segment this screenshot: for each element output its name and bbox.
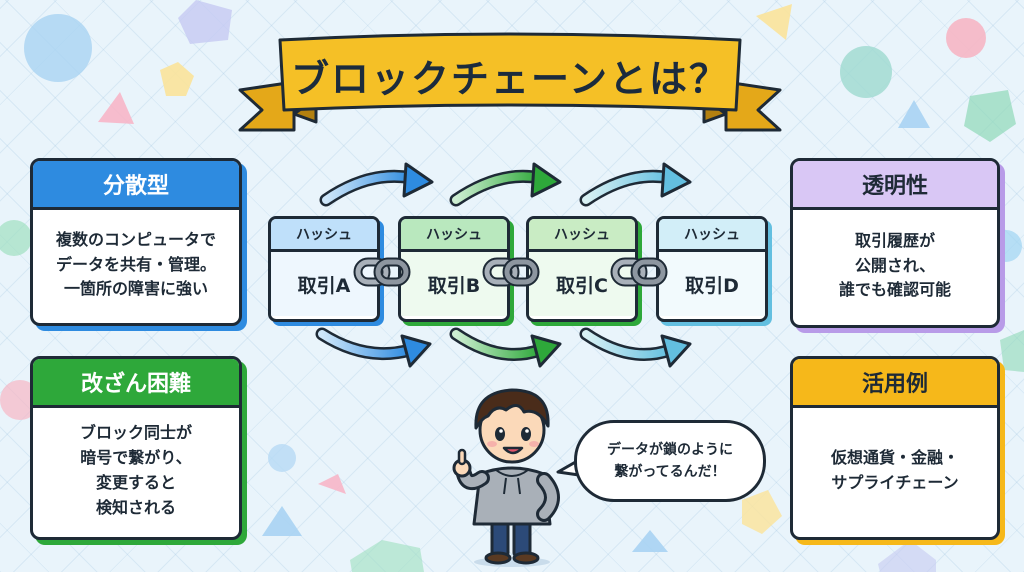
card-use-cases: 活用例 仮想通貨・金融・ サプライチェーン (790, 356, 1000, 540)
card-tamper-body: ブロック同士が 暗号で繋がり、 変更すると 検知される (79, 423, 192, 517)
title-banner: ブロックチェーンとは？ (236, 26, 784, 136)
card-usecases-title: 活用例 (793, 359, 997, 408)
block-d: ハッシュ 取引D (656, 216, 768, 322)
boy-character-illustration (452, 388, 560, 567)
chain-link-icon (482, 257, 540, 287)
page-title: ブロックチェーンとは？ (290, 57, 730, 101)
card-usecases-body: 仮想通貨・金融・ サプライチェーン (830, 448, 959, 492)
card-tamper-title: 改ざん困難 (33, 359, 239, 408)
arrow-top-bc (449, 162, 562, 207)
arrow-bottom-ab (315, 327, 432, 368)
chain-link-icon (353, 257, 411, 287)
arrow-top-ab (319, 162, 434, 207)
block-b-hash: ハッシュ (401, 219, 507, 252)
block-c-hash: ハッシュ (529, 219, 635, 252)
arrow-bottom-bc (449, 327, 562, 368)
block-d-hash: ハッシュ (659, 219, 765, 252)
card-decentralized-body: 複数のコンピュータで データを共有・管理。 一箇所の障害に強い (55, 229, 216, 299)
card-transparency-title: 透明性 (793, 161, 997, 210)
block-c: ハッシュ 取引C (526, 216, 638, 322)
block-a-hash: ハッシュ (271, 219, 377, 252)
arrow-bottom-cd (579, 327, 692, 368)
card-decentralized-title: 分散型 (33, 161, 239, 210)
card-tamper-resistant: 改ざん困難 ブロック同士が 暗号で繋がり、 変更すると 検知される (30, 356, 242, 540)
card-transparency: 透明性 取引履歴が 公開され、 誰でも確認可能 (790, 158, 1000, 328)
chain-link-icon (610, 257, 668, 287)
block-a: ハッシュ 取引A (268, 216, 380, 322)
block-b: ハッシュ 取引B (398, 216, 510, 322)
speech-bubble: データが鎖のように 繋がってるんだ！ (574, 420, 766, 502)
block-d-label: 取引D (659, 252, 765, 316)
card-decentralized: 分散型 複数のコンピュータで データを共有・管理。 一箇所の障害に強い (30, 158, 242, 326)
card-transparency-body: 取引履歴が 公開され、 誰でも確認可能 (838, 230, 951, 300)
arrow-top-cd (579, 162, 692, 207)
banner-ribbon-shape (238, 32, 782, 132)
